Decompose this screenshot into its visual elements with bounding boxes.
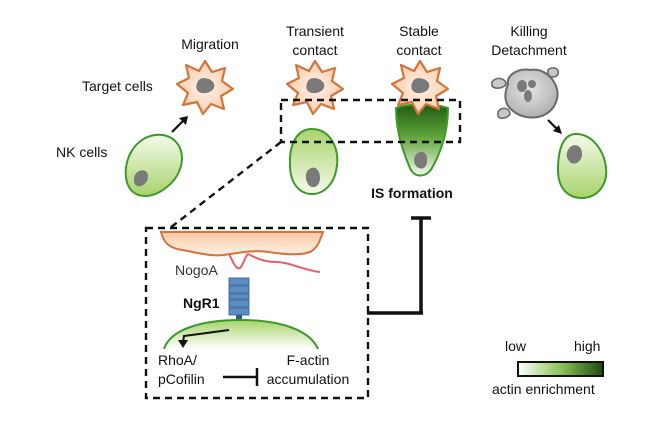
legend-gradient-bar [517, 361, 604, 377]
nk-cell-detached [556, 132, 608, 200]
label-nogoa: NogoA [175, 262, 218, 278]
nogoa-protein [228, 252, 321, 273]
stage-label-migration: Migration [181, 36, 239, 52]
dead-target-cell [491, 67, 560, 119]
stage-label-transient-1: Transient [286, 23, 344, 39]
target-membrane [159, 231, 325, 257]
label-pcofilin: pCofilin [158, 371, 205, 387]
label-ngr1: NgR1 [183, 295, 220, 311]
label-accumulation: accumulation [267, 371, 350, 387]
target-cell-transient [285, 59, 345, 116]
label-factin: F-actin [287, 352, 330, 368]
zoom-connector-line [169, 141, 282, 229]
inhibition-arrow-inset [223, 368, 259, 386]
stage-label-killing: Killing [510, 23, 547, 39]
label-target-cells: Target cells [82, 78, 153, 94]
label-rhoa: RhoA/ [158, 352, 197, 368]
stage-label-detachment: Detachment [491, 42, 567, 58]
target-cell-migration [175, 59, 235, 116]
ngr1-receptor [228, 277, 250, 320]
migration-arrow [171, 116, 188, 133]
stage-label-stable-1: Stable [399, 23, 439, 39]
nk-cell-transient [288, 127, 339, 196]
inset-box [144, 226, 370, 400]
legend-high: high [574, 338, 600, 354]
nk-cell-stable [394, 103, 450, 177]
nk-cell-migration [124, 133, 183, 198]
legend-low: low [505, 338, 527, 354]
label-is-formation: IS formation [371, 185, 453, 201]
stage-label-transient-2: contact [292, 42, 337, 58]
detachment-arrow [547, 119, 562, 134]
inhibition-connector [367, 216, 431, 315]
signal-arrow [178, 329, 230, 348]
label-nk-cells: NK cells [56, 144, 107, 160]
synapse-zoom-box [279, 98, 462, 144]
stage-label-stable-2: contact [396, 42, 441, 58]
legend-title: actin enrichment [492, 381, 595, 397]
nk-membrane [164, 320, 318, 349]
